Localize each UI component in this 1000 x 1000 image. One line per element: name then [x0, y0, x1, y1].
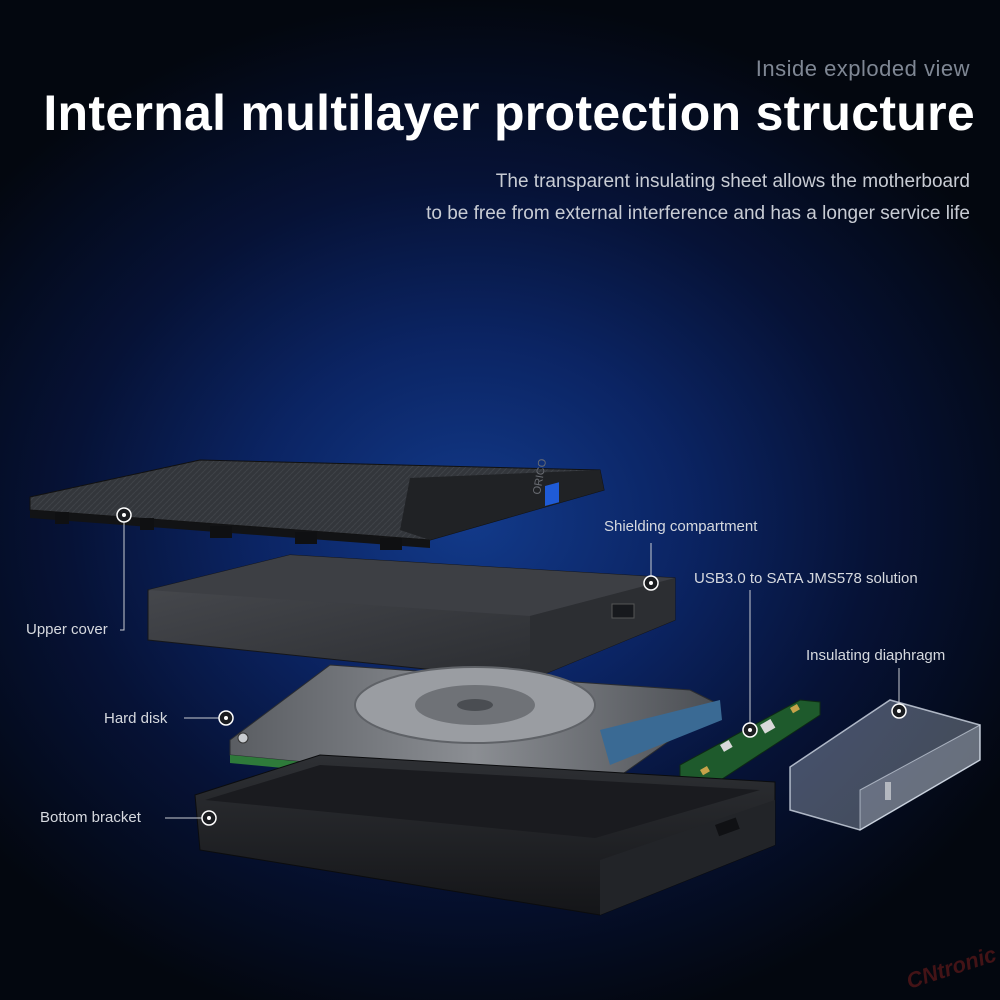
description: The transparent insulating sheet allows …	[270, 166, 970, 230]
description-line-2: to be free from external interference an…	[426, 203, 970, 224]
kicker-text: Inside exploded view	[755, 56, 970, 81]
label-upper-cover: Upper cover	[26, 621, 108, 638]
upper-cover: ORICO	[29, 457, 605, 550]
insulating-diaphragm	[789, 699, 981, 831]
label-hard-disk: Hard disk	[104, 710, 168, 727]
bottom-bracket	[194, 754, 776, 916]
label-usb-solution: USB3.0 to SATA JMS578 solution	[694, 570, 918, 587]
label-insulating-diaphragm: Insulating diaphragm	[806, 647, 946, 664]
description-line-1: The transparent insulating sheet allows …	[495, 171, 970, 192]
shielding-compartment	[147, 482, 676, 681]
label-bottom-bracket: Bottom bracket	[40, 809, 141, 826]
label-shielding-compartment: Shielding compartment	[604, 518, 758, 535]
callout-markers	[116, 507, 907, 826]
page-title: Internal multilayer protection structure	[43, 85, 975, 141]
